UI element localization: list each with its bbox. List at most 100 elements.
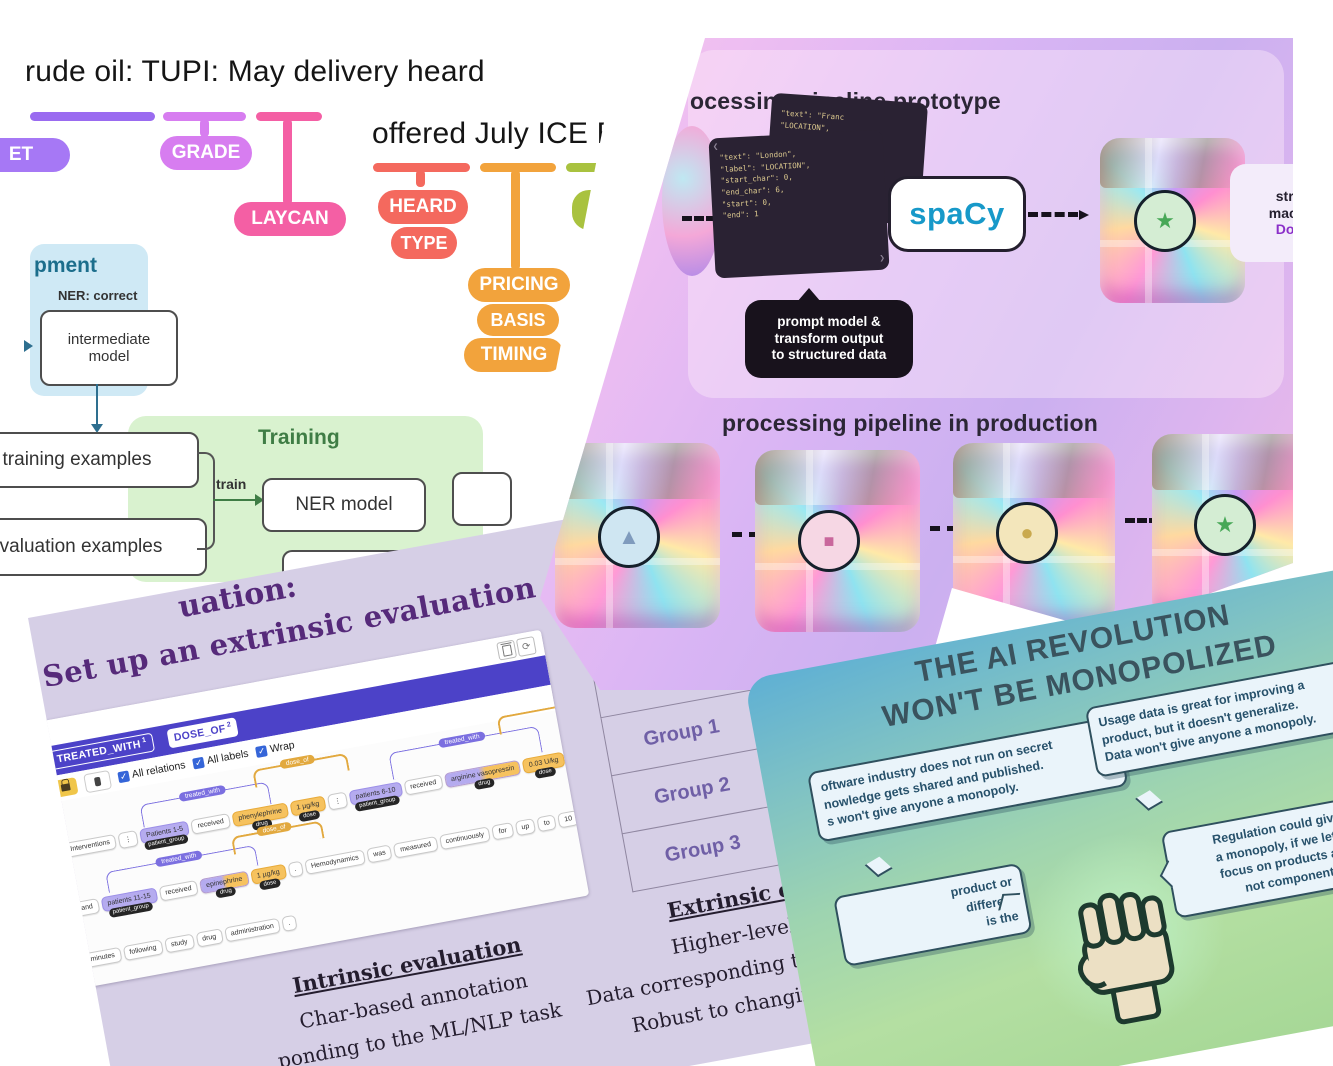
token-chip[interactable]: study <box>163 933 195 954</box>
entity-type-badge: dose <box>534 766 557 779</box>
trash-icon <box>501 643 513 657</box>
token-chip[interactable]: . <box>281 914 298 932</box>
checkbox-all-labels[interactable]: All labels <box>192 748 249 770</box>
label1-count: 1 <box>141 736 147 745</box>
chevron-right-icon: ❯ <box>879 253 886 264</box>
label2-count: 2 <box>226 721 232 729</box>
entity-label-laycan: LAYCAN <box>234 202 346 236</box>
model-down-arrowhead <box>91 424 103 433</box>
token-chip[interactable]: was <box>366 844 393 864</box>
mic-icon <box>93 776 102 787</box>
intermediate-model-box: intermediate model <box>40 310 178 386</box>
arrow-into-model <box>24 340 33 352</box>
entity-type-badge: patient_group <box>108 901 154 919</box>
checkbox-wrap[interactable]: Wrap <box>255 739 296 758</box>
entity-label-timing: TIMING <box>464 338 564 372</box>
entity-span-laycan <box>256 112 322 121</box>
spacy-logo: spaCy <box>909 196 1005 231</box>
entity-span-pricing <box>480 163 556 172</box>
token-menu[interactable]: ⋮ <box>326 791 349 811</box>
token-chip[interactable]: received <box>158 879 199 902</box>
star-icon: ★ <box>1134 190 1196 252</box>
merge-bracket <box>197 452 215 550</box>
evaluation-examples-box: valuation examples <box>0 518 207 576</box>
token-chip[interactable]: Hemodynamics <box>303 849 366 875</box>
token-chip[interactable]: for <box>491 822 515 841</box>
entity-type-badge: drug <box>215 886 237 899</box>
entity-label-pricing: PRICING <box>468 268 570 302</box>
entity-label-et: ET <box>0 138 70 172</box>
token-chip[interactable]: Interventions <box>63 833 118 859</box>
entity-type-badge: drug <box>473 777 496 791</box>
checkbox-all-relations[interactable]: All relations <box>117 759 186 783</box>
entity-label-basis: BASIS <box>477 304 559 336</box>
token-chip[interactable]: drug <box>195 928 224 948</box>
token-menu[interactable]: ⋮ <box>117 829 140 850</box>
entity-type-badge: dose <box>259 877 282 891</box>
train-arrowhead <box>255 494 264 506</box>
token-chip[interactable]: administration <box>223 917 282 943</box>
square-icon: ■ <box>798 510 860 572</box>
entity-span-grade <box>163 112 246 121</box>
dashed-arrow-2 <box>1028 210 1089 220</box>
entity-type-badge: patient_group <box>354 794 401 812</box>
checkbox-icon <box>117 769 131 783</box>
lock-icon <box>60 782 71 792</box>
trash-button[interactable] <box>496 639 518 661</box>
circle-icon: ● <box>996 502 1058 564</box>
checkbox-icon <box>192 756 206 769</box>
entity-type-badge: patient_group <box>143 833 190 851</box>
token-chip[interactable]: . <box>287 860 304 878</box>
entity-label-grade: GRADE <box>160 136 252 170</box>
triangle-icon: ▲ <box>598 506 660 568</box>
pricing-stem <box>511 170 520 270</box>
token-chip[interactable]: up <box>514 817 537 837</box>
text-line: to structured data <box>771 347 887 363</box>
entity-type-badge: dose <box>298 809 321 823</box>
model-down-line <box>96 384 98 424</box>
token-chip[interactable]: to <box>536 814 558 833</box>
text-line: transform output <box>774 330 884 346</box>
partial-box-right <box>452 472 512 526</box>
pipeline-cube-prototype <box>1100 138 1245 303</box>
train-arrow-label: train <box>216 476 247 492</box>
ner-sentence-2: offered July ICE B <box>372 117 617 150</box>
laycan-stem <box>283 119 292 205</box>
token-menu[interactable]: ⋮ <box>566 747 588 767</box>
output-line-1: stru <box>1275 187 1303 204</box>
entity-span-heard <box>373 163 470 172</box>
entity-label-type: TYPE <box>391 227 457 259</box>
output-line-2: machi <box>1268 204 1310 221</box>
production-header: processing pipeline in production <box>722 410 1098 436</box>
token-chip[interactable]: continuously <box>438 826 492 851</box>
token-chip[interactable]: following <box>122 939 164 962</box>
grade-stem <box>200 119 209 137</box>
refresh-button[interactable]: ⟳ <box>515 636 537 657</box>
ner-model-box: NER model <box>262 478 426 532</box>
ner-sentence-1: rude oil: TUPI: May delivery heard <box>25 55 485 88</box>
token-chip[interactable]: received <box>403 774 444 796</box>
train-arrow-line <box>213 499 257 501</box>
training-heading: Training <box>258 426 340 449</box>
raised-fist-illustration <box>1077 891 1175 1025</box>
entity-span-et <box>30 112 155 121</box>
token-chip[interactable]: measured <box>393 836 439 859</box>
spacy-box: spaCy <box>888 176 1026 252</box>
ai-poster-panel: THE AI REVOLUTION WON'T BE MONOPOLIZED o… <box>730 551 1333 1066</box>
structured-output-box: stru machi Doc <box>1230 164 1310 262</box>
token-chip[interactable]: 10 <box>557 810 580 829</box>
code-snippet-front: ❮ ❯ "text": "London","label": "LOCATION"… <box>708 129 890 279</box>
ner-correct-label: NER: correct <box>58 288 138 303</box>
speech-button[interactable] <box>83 769 113 793</box>
checkbox-icon <box>255 744 269 758</box>
output-line-3: Doc <box>1275 221 1303 238</box>
refresh-icon: ⟳ <box>521 640 532 653</box>
text-line: prompt model & <box>777 313 881 329</box>
